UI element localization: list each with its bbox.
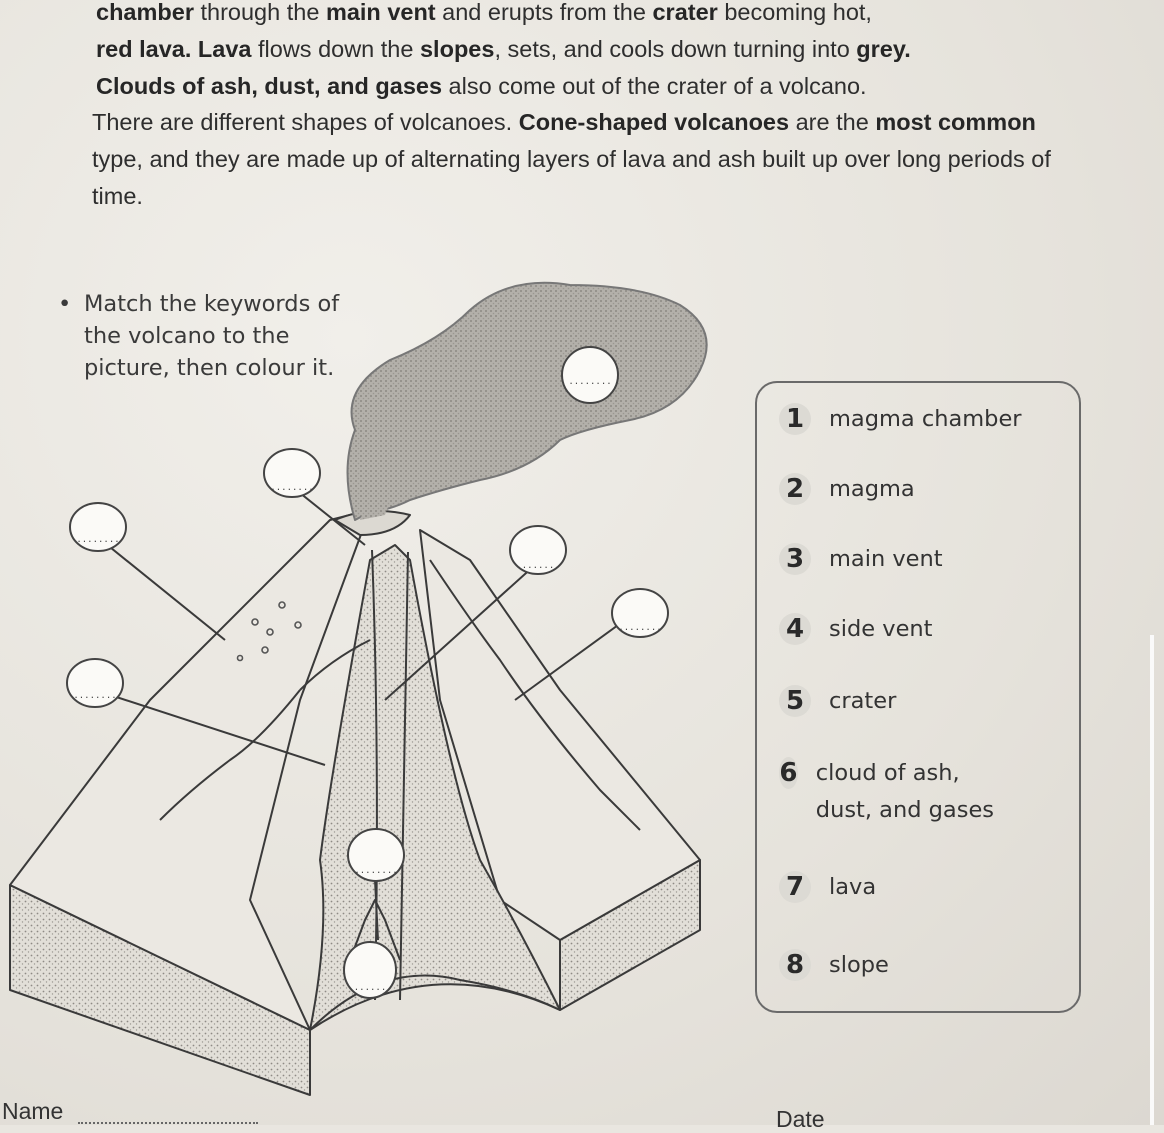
para-text: are the	[789, 109, 876, 135]
smoke-column	[360, 470, 400, 520]
bold-term: grey.	[856, 36, 911, 62]
instruction-text: Match the keywords of the volcano to the…	[84, 291, 340, 381]
answer-bubble	[263, 448, 321, 498]
blank: ........	[73, 691, 116, 701]
answer-bubble	[347, 828, 405, 882]
date-label: Date	[776, 1106, 825, 1132]
pointer-line	[384, 564, 536, 701]
name-label: Name	[2, 1098, 64, 1124]
bold-term: most common	[875, 109, 1036, 135]
bold-term: main vent	[325, 0, 436, 25]
blank: ........	[270, 483, 313, 493]
para-text: and erupts from the	[435, 0, 653, 25]
lava-left	[159, 689, 301, 821]
para-text: flows down the	[251, 36, 420, 62]
side-vent	[299, 639, 371, 691]
pointer-line	[94, 689, 326, 766]
pointer-line	[374, 879, 379, 941]
bullet-icon: •	[58, 291, 72, 317]
answer-bubble	[509, 525, 567, 575]
lava-right	[429, 559, 641, 831]
answer-bubble	[561, 346, 619, 404]
name-field[interactable]	[78, 1122, 258, 1124]
page-edge	[1150, 635, 1154, 1125]
para-text: There are different shapes of volcanoes.	[92, 109, 519, 135]
pointer-line	[94, 534, 226, 641]
blank: ........	[516, 561, 559, 571]
blank: ........	[354, 866, 397, 876]
intro-paragraph-2: There are different shapes of volcanoes.…	[92, 104, 1052, 215]
para-text: becoming hot,	[717, 0, 872, 25]
para-text: also come out of the crater of a volcano…	[442, 73, 867, 99]
para-text: , sets, and cools down turning into	[494, 36, 857, 62]
cloud	[346, 281, 708, 521]
magma-chamber	[309, 974, 561, 1031]
bold-term: Clouds of ash, dust, and gases	[96, 73, 443, 99]
instruction: • Match the keywords of the volcano to t…	[58, 288, 358, 384]
para-text: through the	[193, 0, 326, 25]
answer-bubble	[69, 502, 127, 552]
pointer-line	[514, 619, 626, 701]
blank: ........	[618, 623, 661, 633]
bold-term: red lava. Lava	[96, 36, 252, 62]
blank: ........	[568, 377, 611, 387]
blank: ........	[348, 983, 391, 993]
bold-term: chamber	[96, 0, 194, 25]
answer-bubble	[343, 941, 397, 999]
answer-bubble	[66, 658, 124, 708]
intro-paragraph-1: chamber through the main vent and erupts…	[96, 0, 1056, 105]
para-text: type, and they are made up of alternatin…	[92, 146, 1051, 209]
volcano-right-slope	[419, 529, 701, 941]
blank: ........	[76, 535, 119, 545]
volcano-diagram: ........ ........ ........ ........ ....…	[9, 281, 708, 1096]
bold-term: crater	[652, 0, 718, 25]
main-vent	[371, 549, 409, 1001]
volcano-left-slope	[9, 509, 371, 1031]
bold-term: slopes	[419, 36, 495, 62]
bold-term: Cone-shaped volcanoes	[518, 109, 790, 135]
answer-bubble	[611, 588, 669, 638]
